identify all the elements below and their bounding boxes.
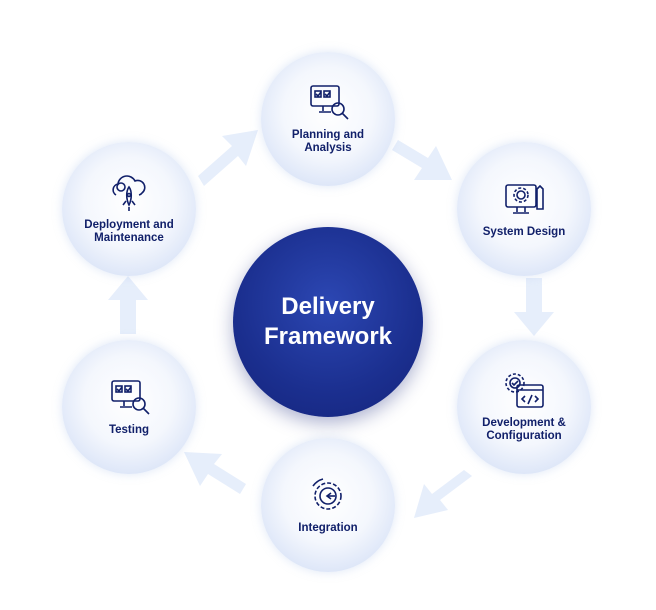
stage-system-design: System Design <box>457 142 591 276</box>
stage-development-configuration: Development & Configuration <box>457 340 591 474</box>
monitor-gear-pencil-icon <box>505 183 544 214</box>
monitor-checklist-magnifier-icon <box>310 85 349 120</box>
arrow-testing-to-deployment <box>108 276 148 334</box>
stage-deployment-maintenance: Deployment and Maintenance <box>62 142 196 276</box>
stage-testing: Testing <box>62 340 196 474</box>
center-title: Delivery Framework <box>263 293 393 350</box>
arrow-planning-to-design <box>392 140 452 180</box>
arrow-integration-to-testing <box>184 452 246 494</box>
arrow-deployment-to-planning <box>198 130 258 186</box>
cloud-rocket-gear-icon <box>112 175 146 211</box>
stage-label: System Design <box>482 225 566 238</box>
gear-code-window-icon <box>505 373 544 408</box>
monitor-checklist-magnifier-icon <box>111 379 150 415</box>
stage-label: Planning and Analysis <box>291 129 365 154</box>
arrow-development-to-integration <box>414 470 472 518</box>
stage-planning-analysis: Planning and Analysis <box>261 52 395 186</box>
stage-label: Development & Configuration <box>482 417 566 442</box>
stage-label: Testing <box>108 423 150 436</box>
stage-label: Integration <box>298 521 358 534</box>
stage-integration: Integration <box>261 438 395 572</box>
arrow-design-to-development <box>514 278 554 336</box>
stage-label: Deployment and Maintenance <box>84 219 174 244</box>
gear-arrow-cycle-icon <box>312 477 342 510</box>
center-hub: Delivery Framework <box>233 227 423 417</box>
